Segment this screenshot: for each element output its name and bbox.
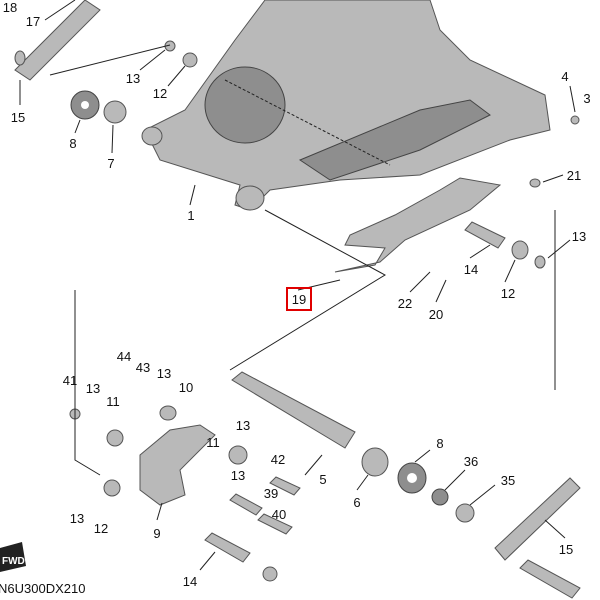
callout[interactable]: 4 (561, 69, 568, 84)
callout[interactable]: 15 (11, 110, 25, 125)
callout[interactable]: 11 (206, 435, 220, 450)
callout[interactable]: 39 (264, 486, 278, 501)
rods (14, 0, 581, 599)
callout-labels: 18 17 13 12 15 8 7 1 4 3 21 13 14 12 22 … (3, 0, 591, 589)
leader-lines (19, 0, 576, 571)
callout[interactable]: 17 (26, 14, 40, 29)
callout[interactable]: 13 (572, 229, 586, 244)
callout[interactable]: 36 (464, 454, 478, 469)
callout[interactable]: 5 (319, 472, 326, 487)
diagram-code: N6U300DX210 (0, 581, 85, 596)
fwd-label: FWD (2, 556, 25, 567)
callout[interactable]: 8 (436, 436, 443, 451)
callout[interactable]: 10 (179, 380, 193, 395)
callout[interactable]: 20 (429, 307, 443, 322)
callout[interactable]: 8 (69, 136, 76, 151)
callout[interactable]: 43 (136, 360, 150, 375)
callout[interactable]: 9 (153, 526, 160, 541)
bracket-part (334, 177, 502, 273)
callout[interactable]: 13 (236, 418, 250, 433)
swingarm-part (141, 0, 551, 211)
callout[interactable]: 12 (501, 286, 515, 301)
callout[interactable]: 1 (187, 208, 194, 223)
callout[interactable]: 40 (272, 507, 286, 522)
highlight-box (286, 287, 312, 311)
callout[interactable]: 11 (106, 394, 120, 409)
callout[interactable]: 14 (464, 262, 478, 277)
callout[interactable]: 13 (70, 511, 84, 526)
callout[interactable]: 22 (398, 296, 412, 311)
callout[interactable]: 15 (559, 542, 573, 557)
callout[interactable]: 13 (157, 366, 171, 381)
callout[interactable]: 12 (153, 86, 167, 101)
callout[interactable]: 6 (353, 495, 360, 510)
callout[interactable]: 7 (107, 156, 114, 171)
callout[interactable]: 42 (271, 452, 285, 467)
callout[interactable]: 14 (183, 574, 197, 589)
callout[interactable]: 12 (94, 521, 108, 536)
callout[interactable]: 13 (126, 71, 140, 86)
fwd-arrow-icon: FWD (0, 542, 26, 572)
callout[interactable]: 18 (3, 0, 17, 15)
small-parts (14, 40, 580, 582)
callout[interactable]: 41 (63, 373, 77, 388)
callout-highlighted[interactable]: 19 (292, 292, 306, 307)
callout[interactable]: 35 (501, 473, 515, 488)
callout[interactable]: 13 (231, 468, 245, 483)
relay-arm-part (139, 424, 216, 506)
callout[interactable]: 44 (117, 349, 131, 364)
callout[interactable]: 21 (567, 168, 581, 183)
callout[interactable]: 3 (583, 91, 590, 106)
callout[interactable]: 13 (86, 381, 100, 396)
